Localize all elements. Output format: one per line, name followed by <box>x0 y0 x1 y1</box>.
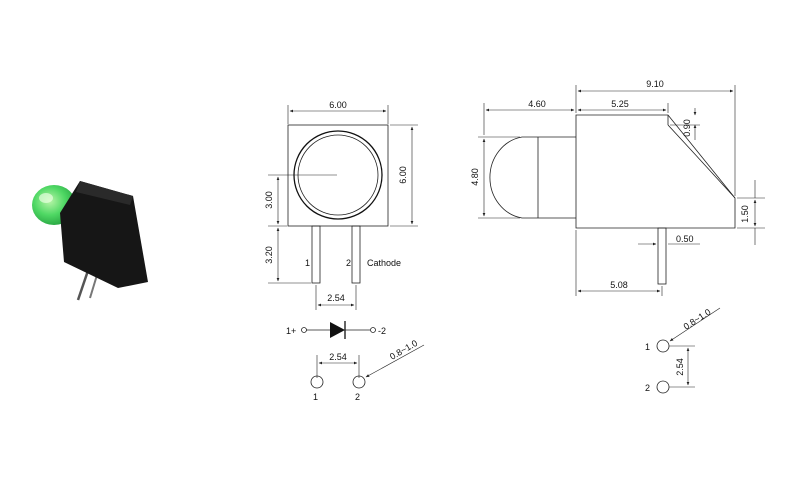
front-body-outline <box>287 124 389 227</box>
front-height-label: 6.00 <box>398 166 408 184</box>
diode-triangle <box>330 322 345 338</box>
pin-offset-label: 5.08 <box>610 280 628 290</box>
side-footprint-pin-1-label: 1 <box>645 342 650 352</box>
pin-1 <box>311 225 321 284</box>
side-view: 9.10 4.60 5.25 4.80 0.90 1.50 0.50 <box>470 79 765 296</box>
pin-2-label: 2 <box>346 258 351 268</box>
lens-length-label: 4.60 <box>528 99 546 109</box>
side-footprint-hole-2 <box>656 380 670 394</box>
anode-terminal <box>301 327 307 333</box>
front-width-label: 6.00 <box>329 100 347 110</box>
footprint-pin-1-label: 1 <box>313 392 318 402</box>
lens-diameter-label: 4.80 <box>470 168 480 186</box>
side-footprint: 1 2 2.54 0.8~1.0 <box>645 307 721 394</box>
black-housing <box>60 181 148 288</box>
hole-size-label: 0.8~1.0 <box>388 338 419 362</box>
footprint-hole-1 <box>310 375 324 389</box>
cathode-terminal-label: -2 <box>378 326 386 336</box>
tip-height-label: 1.50 <box>740 205 750 223</box>
lens-center-label: 3.00 <box>264 191 274 209</box>
side-hole-size-label: 0.8~1.0 <box>682 307 713 332</box>
footprint-pin-2-label: 2 <box>355 392 360 402</box>
side-lens-dome <box>489 136 576 219</box>
side-hole-leader <box>669 307 721 342</box>
side-body-outline <box>575 114 736 229</box>
pin-1-label: 1 <box>305 258 310 268</box>
slant-height-label: 0.90 <box>682 119 692 137</box>
housing-top-face <box>76 181 133 205</box>
anode-label: 1+ <box>286 326 296 336</box>
cathode-label: Cathode <box>367 258 401 268</box>
side-footprint-pin-2-label: 2 <box>645 383 650 393</box>
top-length-label: 5.25 <box>611 99 629 109</box>
side-footprint-pitch-label: 2.54 <box>675 358 685 376</box>
front-footprint: 2.54 0.8~1.0 1 2 <box>310 338 425 402</box>
overall-length-label: 9.10 <box>646 79 664 89</box>
pin-length-label: 3.20 <box>264 246 274 264</box>
side-pin <box>657 227 667 285</box>
lens-highlight <box>39 193 53 203</box>
hole-leader <box>365 344 425 378</box>
footprint-pitch-label: 2.54 <box>329 352 347 362</box>
pin-width-label: 0.50 <box>676 234 694 244</box>
footprint-hole-2 <box>352 375 366 389</box>
diode-schematic: 1+ -2 <box>286 321 386 339</box>
side-footprint-hole-1 <box>656 339 670 353</box>
pin-pitch-label: 2.54 <box>327 293 345 303</box>
product-photo <box>32 181 148 301</box>
pin-2 <box>351 225 361 284</box>
cathode-terminal <box>370 327 376 333</box>
front-view: 6.00 6.00 3.00 3.20 1 2 Cathode 2.54 <box>264 100 418 310</box>
